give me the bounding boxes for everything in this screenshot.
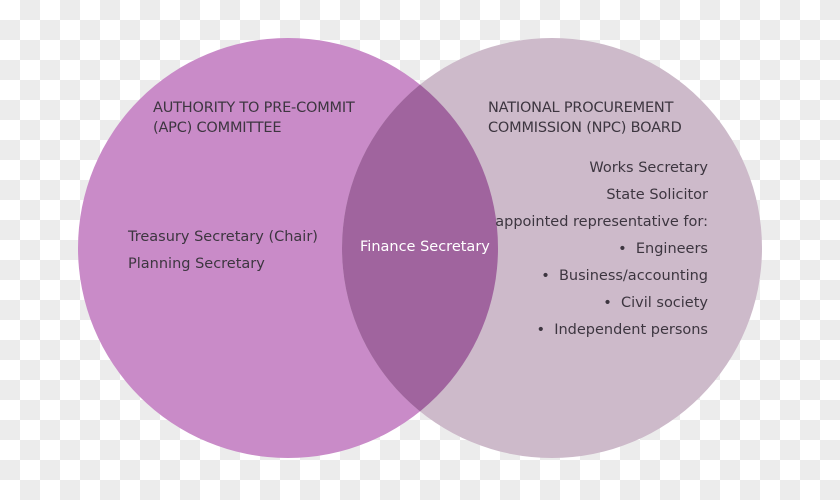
member: State Solicitor bbox=[606, 187, 708, 203]
bullet-icon: • bbox=[536, 322, 555, 338]
npc-title-line: COMMISSION (NPC) BOARD bbox=[488, 120, 682, 136]
bullet-item: • Independent persons bbox=[495, 317, 708, 344]
bullet-text: Engineers bbox=[635, 241, 708, 257]
npc-title-line: NATIONAL PROCUREMENT bbox=[488, 100, 674, 116]
bullet-icon: • bbox=[541, 268, 559, 284]
bullet-item: • Engineers bbox=[495, 236, 708, 263]
bullet-icon: • bbox=[618, 241, 636, 257]
bullet-text: Independent persons bbox=[554, 322, 708, 338]
npc-title: NATIONAL PROCUREMENT COMMISSION (NPC) BO… bbox=[488, 98, 682, 138]
overlap-region bbox=[342, 38, 498, 458]
member: Works Secretary bbox=[589, 160, 708, 176]
bullet-text: Business/accounting bbox=[558, 268, 708, 284]
bullet-text: Civil society bbox=[620, 295, 708, 311]
apc-members: Treasury Secretary (Chair) Planning Secr… bbox=[128, 224, 318, 278]
bullet-icon: • bbox=[603, 295, 621, 311]
bullet-item: • Civil society bbox=[495, 290, 708, 317]
apc-title-line: (APC) COMMITTEE bbox=[153, 120, 282, 136]
member: appointed representative for: bbox=[495, 214, 708, 230]
apc-title: AUTHORITY TO PRE-COMMIT (APC) COMMITTEE bbox=[153, 98, 355, 138]
bullet-item: • Business/accounting bbox=[495, 263, 708, 290]
member: Planning Secretary bbox=[128, 256, 265, 272]
npc-members: Works Secretary State Solicitor appointe… bbox=[495, 155, 708, 344]
overlap-member: Finance Secretary bbox=[360, 239, 490, 255]
apc-title-line: AUTHORITY TO PRE-COMMIT bbox=[153, 100, 355, 116]
member: Treasury Secretary (Chair) bbox=[128, 229, 318, 245]
